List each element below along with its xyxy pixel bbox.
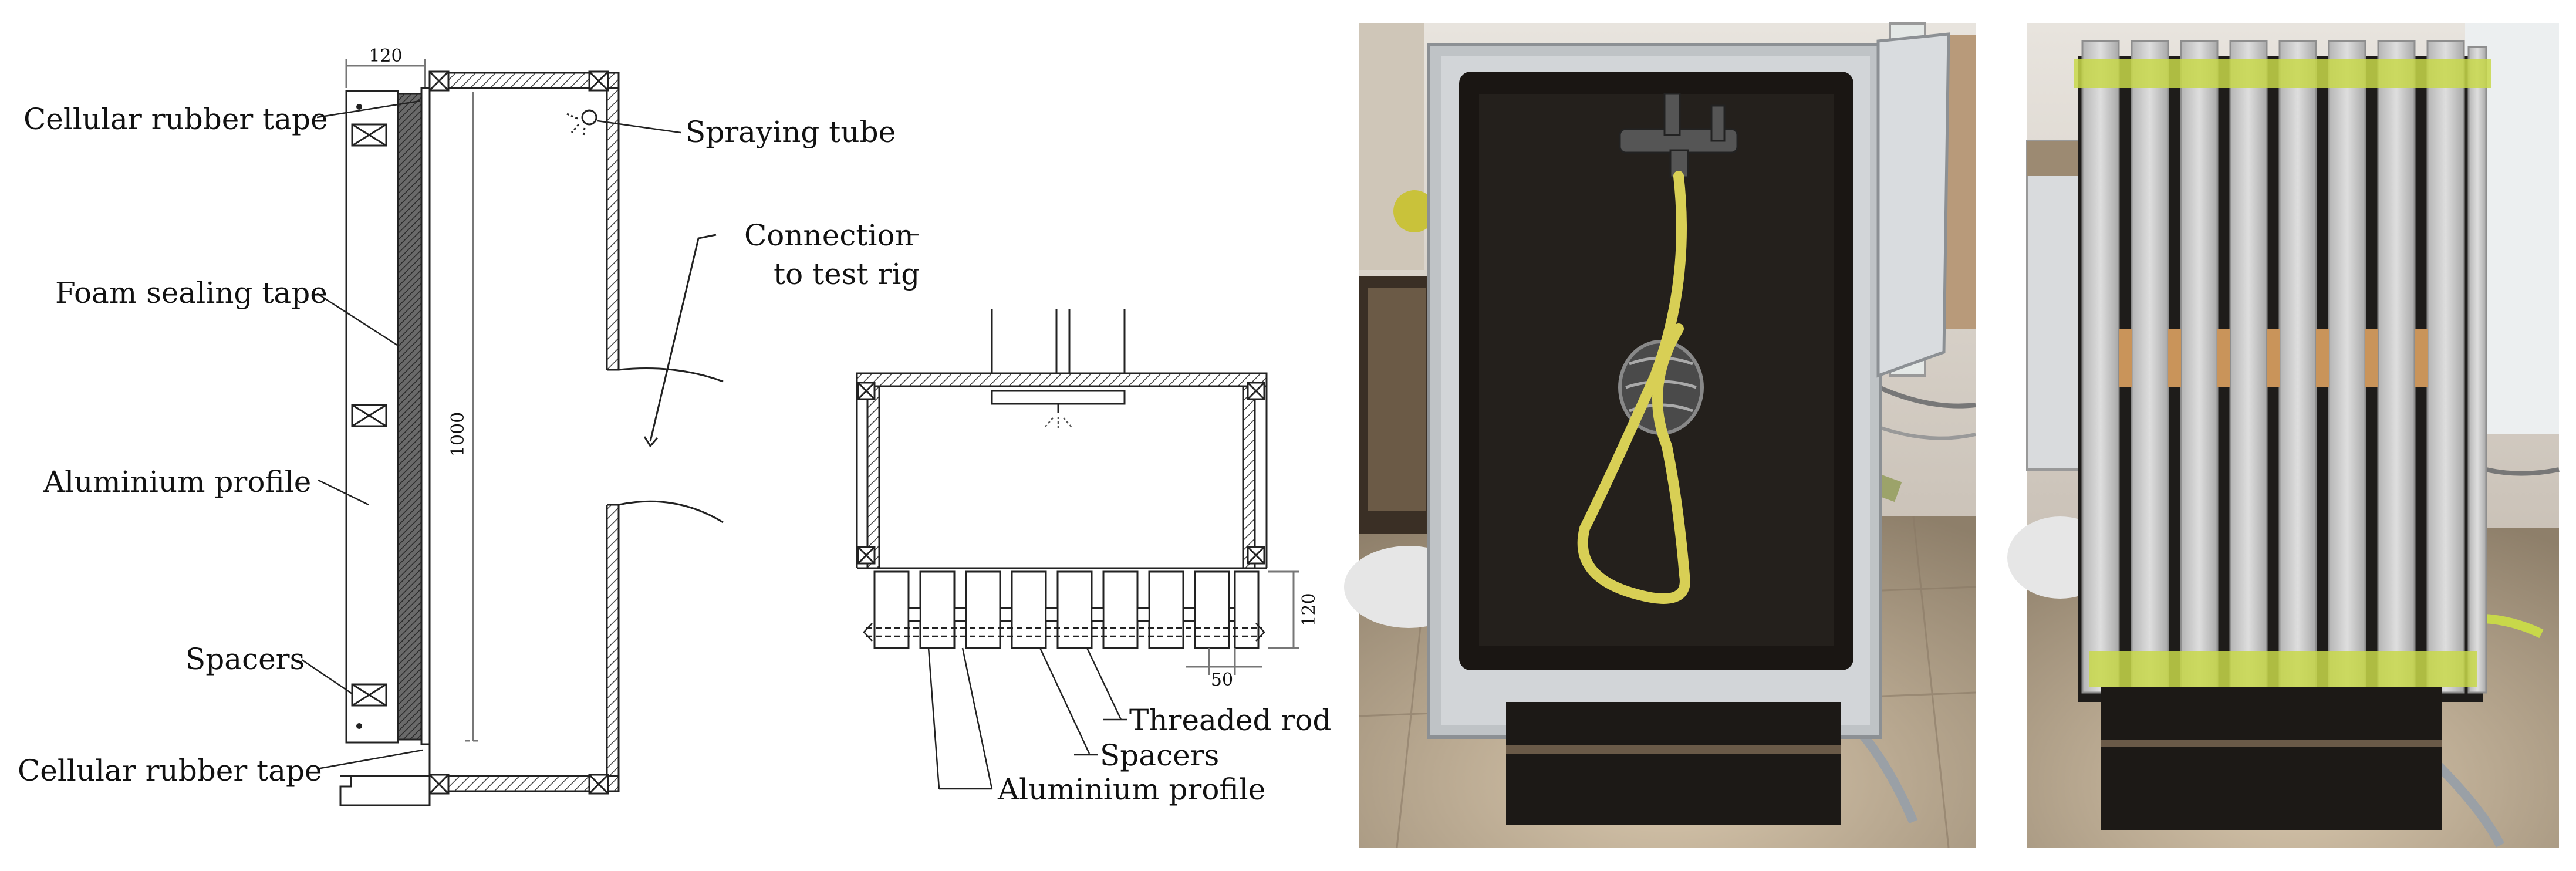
box-corner-markers xyxy=(428,70,609,795)
label-foam-sealing-tape: Foam sealing tape xyxy=(55,276,328,310)
label-spraying-tube: Spraying tube xyxy=(686,115,896,149)
connection-arrow xyxy=(649,234,717,442)
wooden-spacers xyxy=(2119,329,2428,387)
height-dimension xyxy=(465,92,481,742)
label-connection-line2: to test rig xyxy=(774,257,920,291)
slat-spacers xyxy=(907,607,1236,622)
open-box-base xyxy=(1506,702,1841,825)
slat-box-base xyxy=(2101,687,2442,830)
profile-slat-row xyxy=(873,570,1260,649)
spacing-dimension xyxy=(1186,648,1262,675)
label-front-spacers: Spacers xyxy=(1100,738,1219,772)
label-front-aluminium-profile: Aluminium profile xyxy=(997,772,1265,806)
inlet-pipes xyxy=(991,309,1126,373)
front-view-drawing: 120 50 Threaded rod Spacers Aluminium pr… xyxy=(856,309,1331,806)
spraying-tube-symbol xyxy=(566,109,597,137)
front-corner-markers xyxy=(857,382,1265,565)
label-aluminium-profile: Aluminium profile xyxy=(43,465,311,499)
aluminium-slats xyxy=(2081,40,2487,694)
foam-sealing-tape xyxy=(397,93,423,741)
box-base-foot xyxy=(339,775,431,806)
spraying-bar xyxy=(991,390,1126,405)
profile-hole-top xyxy=(356,104,362,110)
strap-bottom xyxy=(2089,651,2477,687)
front-height-dimension xyxy=(1268,570,1299,649)
width-dimension xyxy=(345,59,426,88)
cellular-rubber-tape-strip xyxy=(420,87,431,745)
connection-opening xyxy=(605,370,621,505)
height-dimension-value: 1000 xyxy=(448,412,468,457)
width-dimension-value: 120 xyxy=(369,46,402,66)
label-connection-line1: Connection xyxy=(744,218,914,252)
connection-pipe-curve-bottom xyxy=(618,500,724,524)
label-spacers: Spacers xyxy=(185,642,305,676)
spray-symbol xyxy=(1044,417,1072,431)
label-cellular-rubber-tape-top: Cellular rubber tape xyxy=(23,102,328,136)
yellow-hose xyxy=(1577,171,1690,604)
side-view-leaders xyxy=(301,100,681,770)
label-threaded-rod: Threaded rod xyxy=(1129,703,1331,737)
profile-hole-bottom xyxy=(356,723,362,729)
threaded-rod xyxy=(863,623,1265,642)
label-cellular-rubber-tape-bottom: Cellular rubber tape xyxy=(18,754,322,788)
strap-top xyxy=(2074,59,2491,88)
connection-pipe-curve-top xyxy=(618,367,724,383)
photo-open-box xyxy=(1344,22,1976,848)
spacer-blocks xyxy=(351,123,387,707)
front-height-dimension-value: 120 xyxy=(1299,593,1319,626)
spray-fittings xyxy=(1619,93,1738,178)
spacing-dimension-value: 50 xyxy=(1211,670,1233,690)
photo-slat-box xyxy=(2007,23,2560,848)
side-view-drawing: 120 xyxy=(18,46,920,806)
front-view-leaders xyxy=(927,647,1127,790)
